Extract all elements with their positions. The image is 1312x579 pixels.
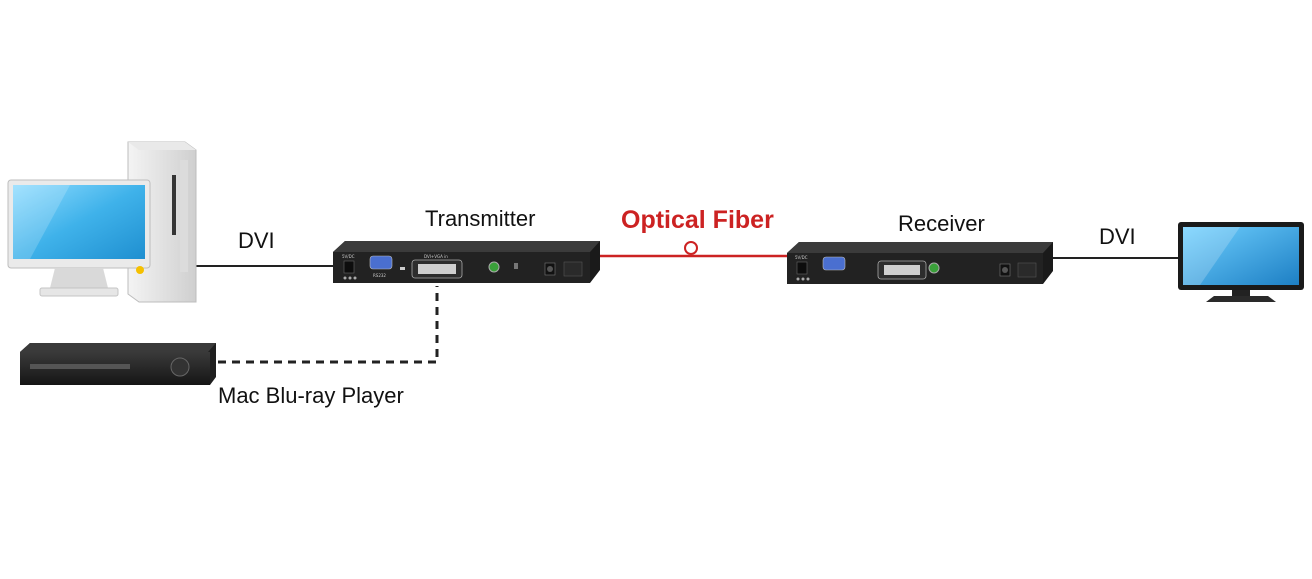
blu-ray-player-icon <box>20 343 216 385</box>
transmitter-label: Transmitter <box>425 206 535 231</box>
svg-text:RS232: RS232 <box>373 273 386 278</box>
svg-text:DVI+VGA in: DVI+VGA in <box>424 254 448 259</box>
receiver-device-icon: 5V/DC <box>787 242 1053 284</box>
receiver-label: Receiver <box>898 211 985 236</box>
blu-ray-dashed-cable <box>218 286 439 364</box>
svg-text:5V/DC: 5V/DC <box>795 255 808 260</box>
fiber-loop-marker <box>684 241 698 255</box>
svg-text:5V/DC: 5V/DC <box>342 254 355 259</box>
desktop-computer-icon <box>7 141 197 303</box>
transmitter-device-icon: 5V/DC RS232 DVI+VGA in <box>333 241 600 283</box>
blu-ray-label: Mac Blu-ray Player <box>218 383 404 408</box>
optical-fiber-label: Optical Fiber <box>621 206 774 234</box>
monitor-icon <box>1178 222 1304 302</box>
dvi-label-right: DVI <box>1099 224 1136 249</box>
dvi-label-left: DVI <box>238 228 275 253</box>
